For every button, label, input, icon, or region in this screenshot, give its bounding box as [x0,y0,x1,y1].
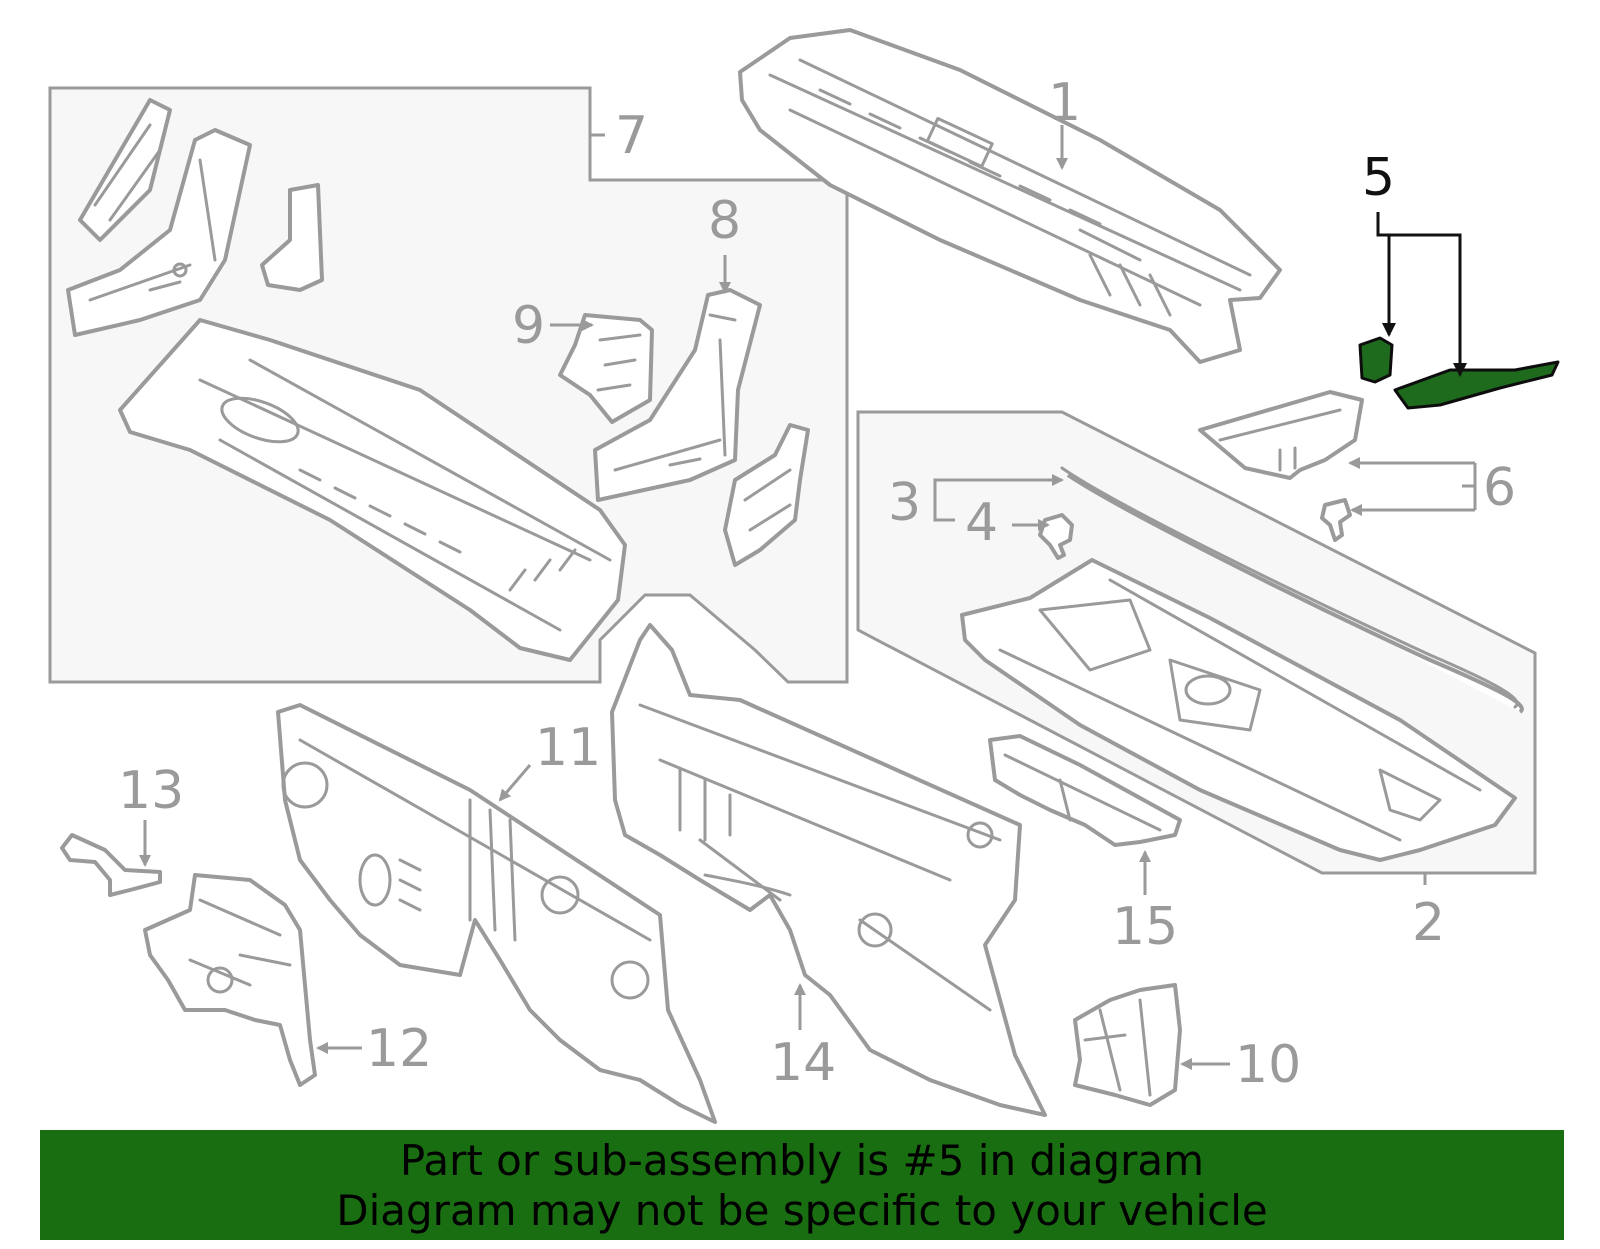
part-6-cover-and-clip [1198,390,1364,542]
part-9-bracket [558,313,654,424]
callout-2: 2 [1412,893,1445,953]
callout-15: 15 [1112,897,1178,957]
part-7-side-bracket [723,423,810,567]
callout-4: 4 [965,493,998,553]
banner-line-part: Part or sub-assembly is #5 in diagram [399,1136,1205,1185]
callout-3: 3 [888,473,921,533]
part-8-bracket [593,288,762,502]
callout-12: 12 [366,1019,432,1079]
part-7-cowl-assembly [66,98,627,662]
leader-lines [139,125,1477,1070]
part-12-insulator [143,873,317,1087]
part-2-cowl-vent [960,558,1517,862]
callout-11: 11 [535,718,601,778]
callout-14: 14 [770,1033,836,1093]
callout-1: 1 [1048,73,1081,133]
callout-7: 7 [615,106,648,166]
callout-13: 13 [118,761,184,821]
callout-9: 9 [512,296,545,356]
part-14-dash-panel [610,623,1047,1117]
banner-line-disclaimer: Diagram may not be specific to your vehi… [336,1186,1268,1235]
callout-6: 6 [1483,458,1516,518]
part-11-dash-insulator [276,703,717,1124]
callout-5[interactable]: 5 [1362,148,1395,208]
part-1-cowl-panel [738,28,1282,364]
part-5-cowl-cover[interactable] [1358,336,1560,410]
part-15-bracket [988,734,1182,847]
part-10-bracket [1073,983,1182,1107]
part-3-weatherstrip [1060,466,1524,714]
callout-8: 8 [708,191,741,251]
info-banner: Part or sub-assembly is #5 in diagram Di… [40,1130,1564,1240]
group-box-7 [48,86,849,684]
callout-10: 10 [1235,1035,1301,1095]
part-13-bracket [60,833,162,897]
